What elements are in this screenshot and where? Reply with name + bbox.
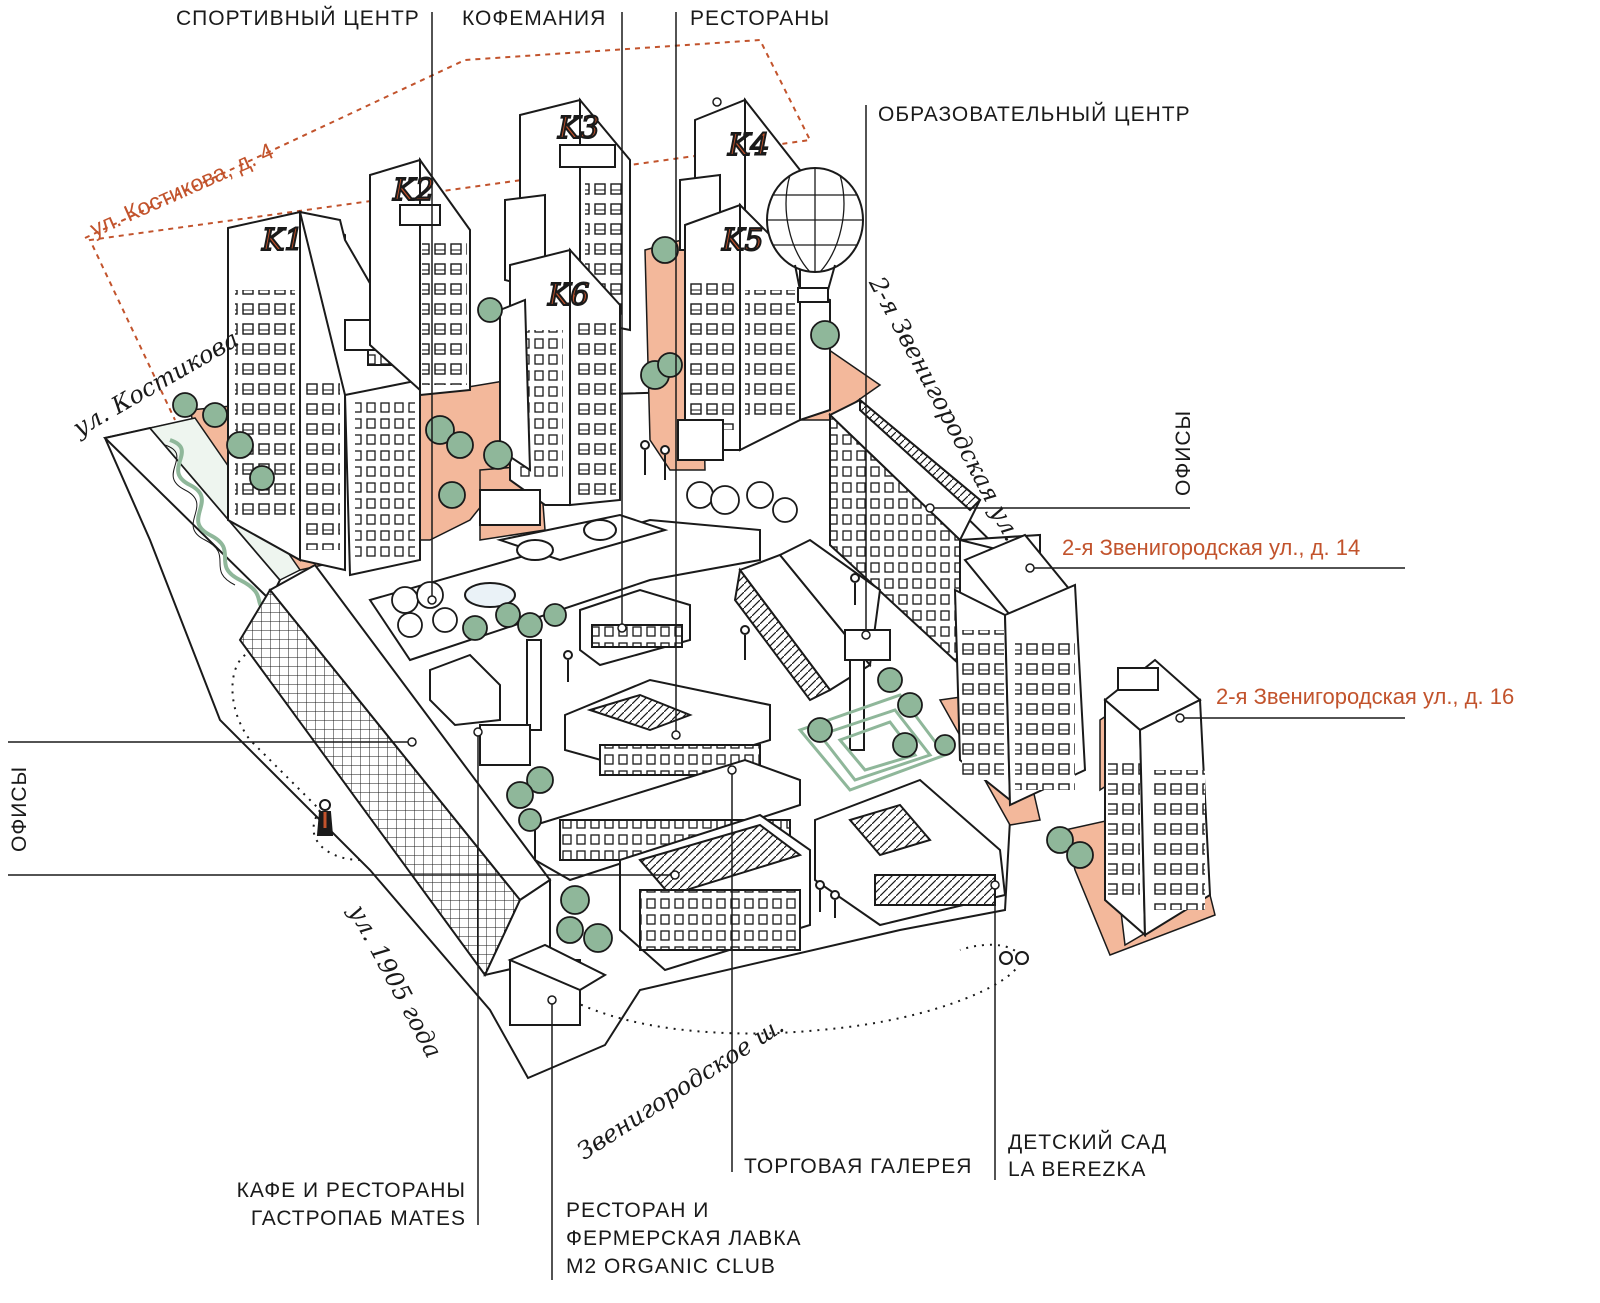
- label-kindergarten-line2: LA BEREZKA: [1008, 1158, 1147, 1181]
- courtyard-buildings: [368, 489, 1007, 972]
- label-cafe-line2: ГАСТРОПАБ MATES: [250, 1207, 466, 1230]
- building-k2: K2: [369, 156, 471, 397]
- label-sport-center: СПОРТИВНЫЙ ЦЕНТР: [176, 7, 420, 30]
- label-kindergarten-line1: ДЕТСКИЙ САД: [1008, 1131, 1168, 1154]
- hot-air-balloon: [766, 167, 864, 303]
- building-k5: K5: [677, 202, 831, 461]
- k2-label: K2: [392, 173, 435, 208]
- building-zven-14: [953, 533, 1087, 807]
- office-building-right: [828, 397, 1041, 668]
- k6-label: K6: [547, 278, 590, 313]
- white-trees: [391, 481, 798, 638]
- label-cafe-line1: КАФЕ И РЕСТОРАНЫ: [236, 1179, 466, 1202]
- address-zven-14: 2-я Звенигородская ул., д. 14: [1062, 535, 1361, 560]
- k1-label: K1: [261, 223, 304, 258]
- leader-lines: [8, 12, 1405, 1280]
- label-coffee: КОФЕМАНИЯ: [462, 7, 607, 30]
- label-restaurant-line2: ФЕРМЕРСКАЯ ЛАВКА: [566, 1227, 802, 1250]
- label-restaurants: РЕСТОРАНЫ: [690, 7, 831, 30]
- label-restaurant-line1: РЕСТОРАН И: [566, 1199, 710, 1222]
- trees: [172, 236, 1094, 953]
- k5-label: K5: [721, 223, 764, 258]
- building-zven-16: [1103, 658, 1212, 938]
- k3-label: K3: [557, 111, 600, 146]
- building-k6: K6: [499, 247, 621, 507]
- label-offices-right: ОФИСЫ: [1172, 409, 1195, 496]
- label-education-center: ОБРАЗОВАТЕЛЬНЫЙ ЦЕНТР: [878, 103, 1191, 126]
- leader-dots: [407, 97, 1185, 1005]
- walking-path: [231, 649, 1022, 1035]
- label-trade-gallery: ТОРГОВАЯ ГАЛЕРЕЯ: [744, 1155, 973, 1178]
- address-zven-16: 2-я Звенигородская ул., д. 16: [1216, 684, 1515, 709]
- office-building-left: [238, 563, 608, 1026]
- label-offices-left: ОФИСЫ: [8, 765, 31, 852]
- label-restaurant-line3: M2 ORGANIC CLUB: [566, 1255, 776, 1278]
- people: [316, 440, 1029, 965]
- k4-label: K4: [727, 128, 770, 163]
- kostikova-plot-boundary: [84, 38, 812, 421]
